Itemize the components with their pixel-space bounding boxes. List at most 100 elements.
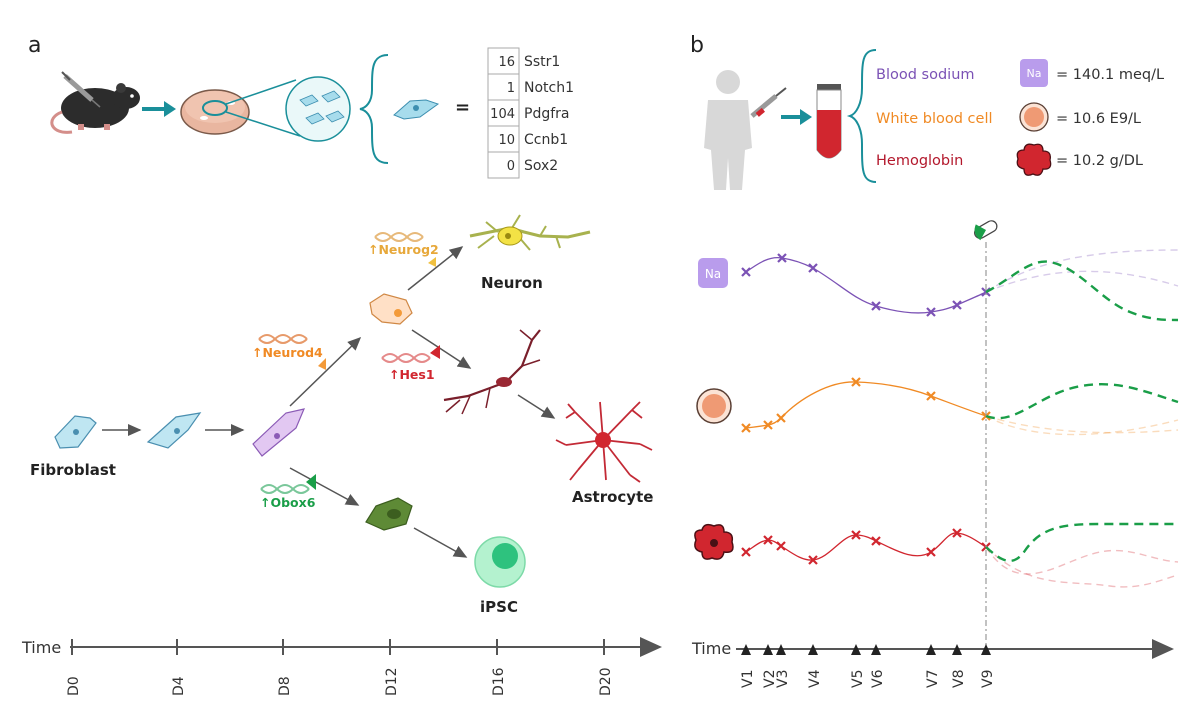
forecast-alt-line	[985, 415, 1179, 434]
syringe-b-icon	[750, 87, 787, 118]
visit-marker	[741, 644, 751, 655]
visit-marker	[776, 644, 786, 655]
visit-label: V7	[925, 670, 941, 688]
series-point	[926, 307, 936, 317]
marker-neurog2-icon	[428, 257, 436, 267]
series-point	[952, 300, 962, 310]
time-series-plots	[741, 249, 1179, 588]
brace-b-icon	[846, 49, 877, 183]
series-point	[851, 530, 861, 540]
gene-neurog2-label: ↑Neurog2	[368, 242, 439, 257]
gene-table-cell	[487, 151, 520, 179]
patient-icon	[704, 70, 752, 190]
visit-marker	[871, 644, 881, 655]
visit-marker	[981, 644, 991, 655]
visit-marker	[952, 644, 962, 655]
visit-marker	[851, 644, 861, 655]
gene-value: 0	[507, 159, 515, 174]
visit-marker	[763, 644, 773, 655]
timeline-a-tick-label: D0	[66, 676, 82, 696]
syringe-icon	[61, 71, 101, 108]
gene-name: Sox2	[524, 158, 558, 174]
visit-label: V6	[870, 669, 886, 688]
series-point	[776, 413, 786, 423]
wbc-icon-core	[1024, 107, 1044, 127]
panel-b-label: b	[690, 33, 704, 58]
dna-obox6-icon	[260, 484, 310, 494]
arrow-b-icon	[781, 109, 812, 125]
petri-dish-icon	[180, 89, 250, 135]
series-point	[871, 536, 881, 546]
neuron-label: Neuron	[481, 274, 543, 292]
brace-icon	[359, 54, 389, 164]
timeline-a-tick-label: D12	[384, 667, 400, 696]
measure-value: = 10.6 E9/L	[1056, 111, 1141, 127]
dna-neurog2-icon	[374, 232, 424, 242]
visit-marker	[926, 644, 936, 655]
visit-label: V3	[775, 670, 791, 688]
series-line	[745, 256, 987, 314]
gene-table-cell	[487, 47, 520, 75]
forecast-alt-line	[985, 546, 1179, 588]
glial-progenitor-icon	[443, 329, 541, 415]
gene-neurod4-label: ↑Neurod4	[252, 345, 323, 360]
series-point	[871, 301, 881, 311]
timeline-b-label: Time	[691, 639, 731, 658]
measure-name: White blood cell	[876, 111, 993, 127]
visit-label: V9	[980, 670, 996, 688]
blood-tube-icon	[816, 84, 842, 159]
series-line	[745, 381, 987, 429]
gene-name: Notch1	[524, 80, 574, 96]
equals-sign: =	[455, 97, 470, 118]
marker-hes1-icon	[430, 345, 440, 359]
forecast-line	[985, 260, 1179, 322]
astrocyte-icon	[555, 401, 653, 483]
forecast-line	[985, 522, 1178, 563]
series-point	[776, 541, 786, 551]
gene-value: 1	[507, 81, 515, 96]
timeline-a-tick-label: D20	[598, 667, 614, 696]
measure-name: Blood sodium	[876, 67, 975, 83]
visit-marker	[808, 644, 818, 655]
forecast-alt-line	[985, 415, 1179, 436]
ipsc-icon	[474, 536, 526, 588]
measure-value: = 10.2 g/DL	[1056, 153, 1143, 169]
dna-hes1-icon	[381, 353, 431, 363]
timeline-a-tick-label: D4	[171, 676, 187, 696]
forecast-alt-line	[985, 546, 1179, 575]
series-point	[926, 547, 936, 557]
series-point	[777, 253, 787, 263]
visit-label: V2	[762, 670, 778, 688]
series-point	[763, 535, 773, 545]
marker-obox6-icon	[306, 474, 316, 490]
hemoglobin-icon	[1016, 143, 1052, 176]
gene-value: 16	[498, 55, 515, 70]
measure-name: Hemoglobin	[876, 153, 963, 169]
series-point	[851, 377, 861, 387]
visit-label: V8	[951, 670, 967, 688]
na-badge: Na	[698, 258, 728, 288]
gene-value: 104	[490, 107, 515, 122]
sodium-icon-text: Na	[1027, 67, 1042, 80]
panel-a-label: a	[28, 33, 41, 58]
series-point	[741, 267, 751, 277]
partially-reprogrammed-cell-icon	[365, 497, 413, 531]
timeline-a-tick-label: D16	[491, 667, 507, 696]
gene-name: Pdgfra	[524, 106, 569, 122]
mouse-icon	[50, 83, 140, 134]
gene-value: 10	[498, 133, 515, 148]
series-point	[952, 528, 962, 538]
marker-neurod4-icon	[318, 358, 326, 370]
fibroblast-label: Fibroblast	[30, 461, 116, 479]
fibroblast-icon	[54, 415, 97, 449]
intermediate-cell-icon	[252, 408, 306, 457]
na-badge-text: Na	[705, 267, 721, 281]
visit-label: V5	[850, 670, 866, 688]
neural-progenitor-icon	[369, 293, 413, 325]
series-point	[926, 391, 936, 401]
